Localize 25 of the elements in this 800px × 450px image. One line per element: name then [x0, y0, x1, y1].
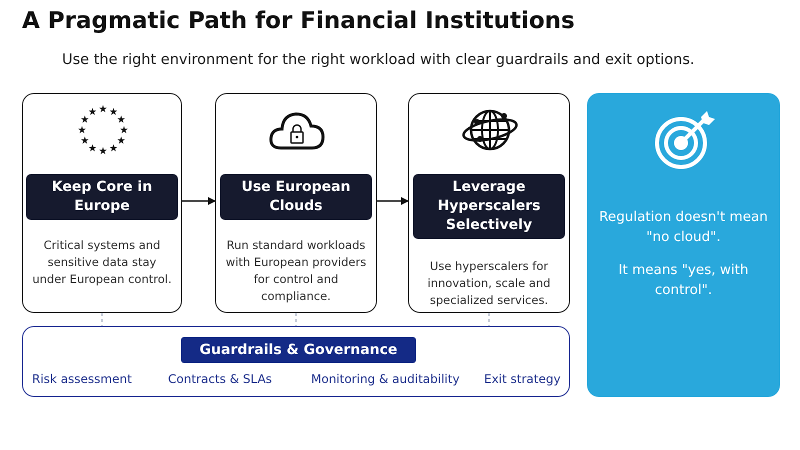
governance-item: Contracts & SLAs	[168, 372, 272, 386]
message-text: Regulation doesn't mean "no cloud".	[598, 208, 769, 247]
step-card	[22, 93, 182, 313]
arrow	[182, 197, 216, 205]
step-card	[408, 93, 570, 313]
page-subtitle: Use the right environment for the right workload with clear guardrails and exit options.	[62, 52, 695, 68]
step-description: Use hyperscalers for innovation, scale and specialized services.	[426, 258, 552, 309]
dashed-connector	[295, 313, 297, 326]
step-heading: Use European Clouds	[220, 174, 372, 220]
governance-item: Exit strategy	[484, 372, 561, 386]
governance-item: Risk assessment	[32, 372, 132, 386]
arrow	[377, 197, 409, 205]
dashed-connector	[101, 313, 103, 326]
step-card	[215, 93, 377, 313]
governance-panel	[22, 326, 570, 397]
step-heading: Keep Core in Europe	[26, 174, 178, 220]
message-text: It means "yes, with control".	[618, 261, 750, 300]
step-heading: Leverage Hyperscalers Selectively	[413, 174, 565, 239]
step-description: Run standard workloads with European providers for control and compliance.	[224, 237, 368, 305]
message-card	[587, 93, 780, 397]
step-description: Critical systems and sensitive data stay under European control.	[31, 237, 173, 288]
dashed-connector	[488, 313, 490, 326]
governance-item: Monitoring & auditability	[311, 372, 460, 386]
page-title: A Pragmatic Path for Financial Institutions	[22, 8, 575, 34]
panel-heading: Guardrails & Governance	[181, 337, 416, 363]
